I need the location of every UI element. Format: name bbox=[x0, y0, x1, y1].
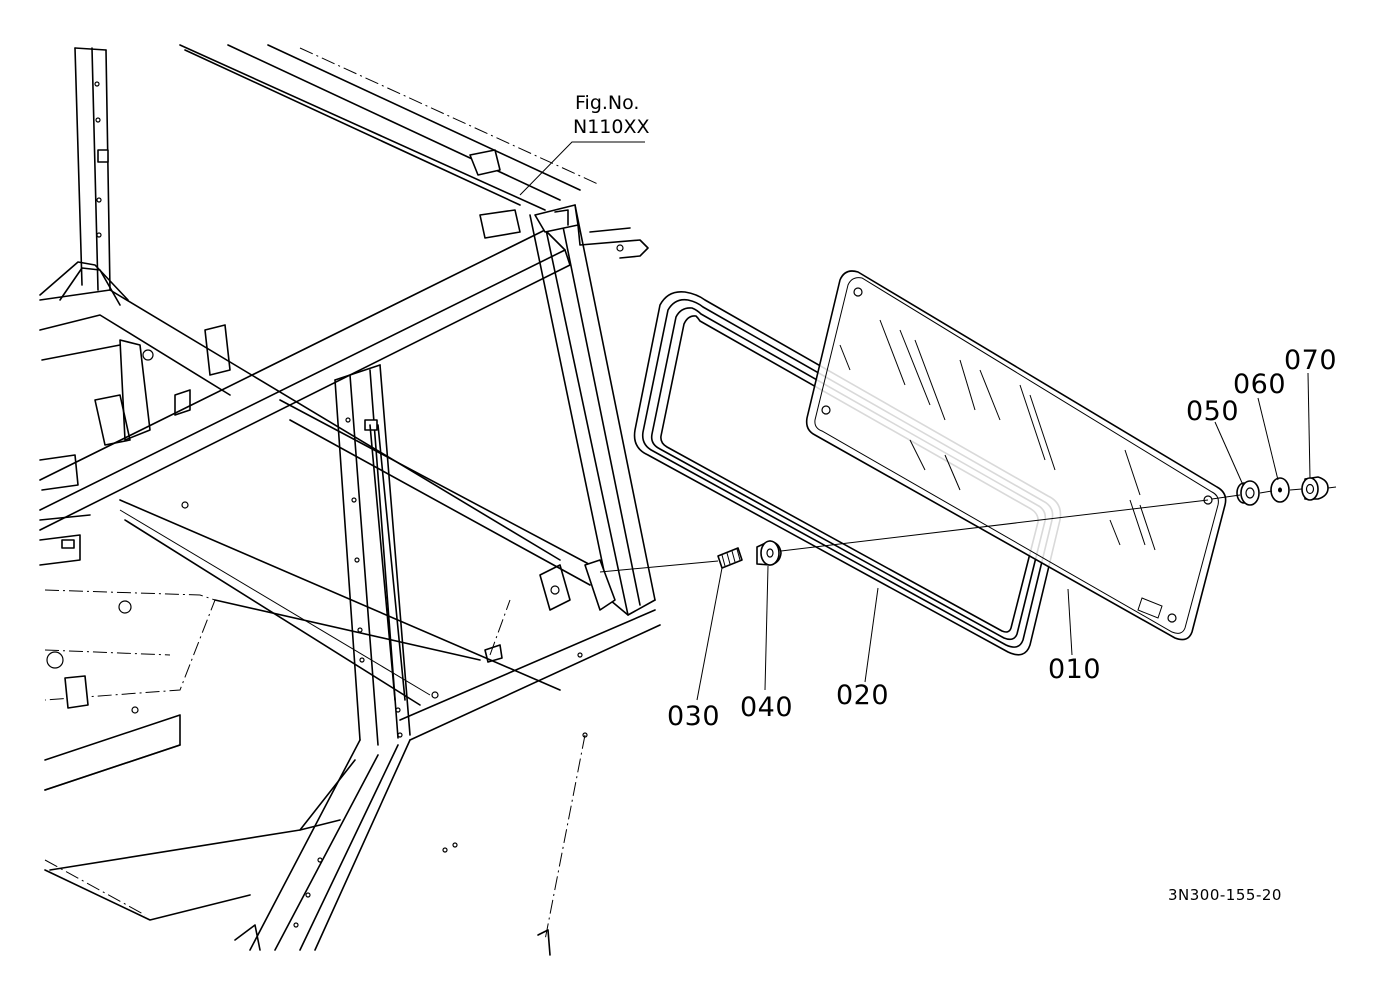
callout-060[interactable]: 060 bbox=[1233, 369, 1287, 400]
callout-leaders bbox=[519, 141, 1311, 701]
callout-070[interactable]: 070 bbox=[1284, 345, 1338, 376]
part-070-nut bbox=[1301, 476, 1337, 501]
callout-020[interactable]: 020 bbox=[836, 680, 890, 711]
figure-reference-line1: Fig.No. bbox=[575, 92, 640, 114]
part-050-collar bbox=[1236, 480, 1260, 506]
part-020-weatherstrip bbox=[633, 290, 1062, 656]
callout-050[interactable]: 050 bbox=[1186, 396, 1240, 427]
part-040-spacer bbox=[756, 540, 782, 566]
callout-010[interactable]: 010 bbox=[1048, 654, 1102, 685]
assembly-lines bbox=[599, 488, 1303, 573]
part-060-washer bbox=[1270, 477, 1290, 503]
part-010-glass bbox=[805, 270, 1227, 641]
cab-frame bbox=[39, 44, 661, 956]
figure-reference-line2[interactable]: N110XX bbox=[573, 116, 650, 138]
drawing-number: 3N300-155-20 bbox=[1168, 886, 1282, 904]
callout-030[interactable]: 030 bbox=[667, 701, 721, 732]
part-030-stud-bolt bbox=[717, 547, 743, 569]
callout-040[interactable]: 040 bbox=[740, 692, 794, 723]
